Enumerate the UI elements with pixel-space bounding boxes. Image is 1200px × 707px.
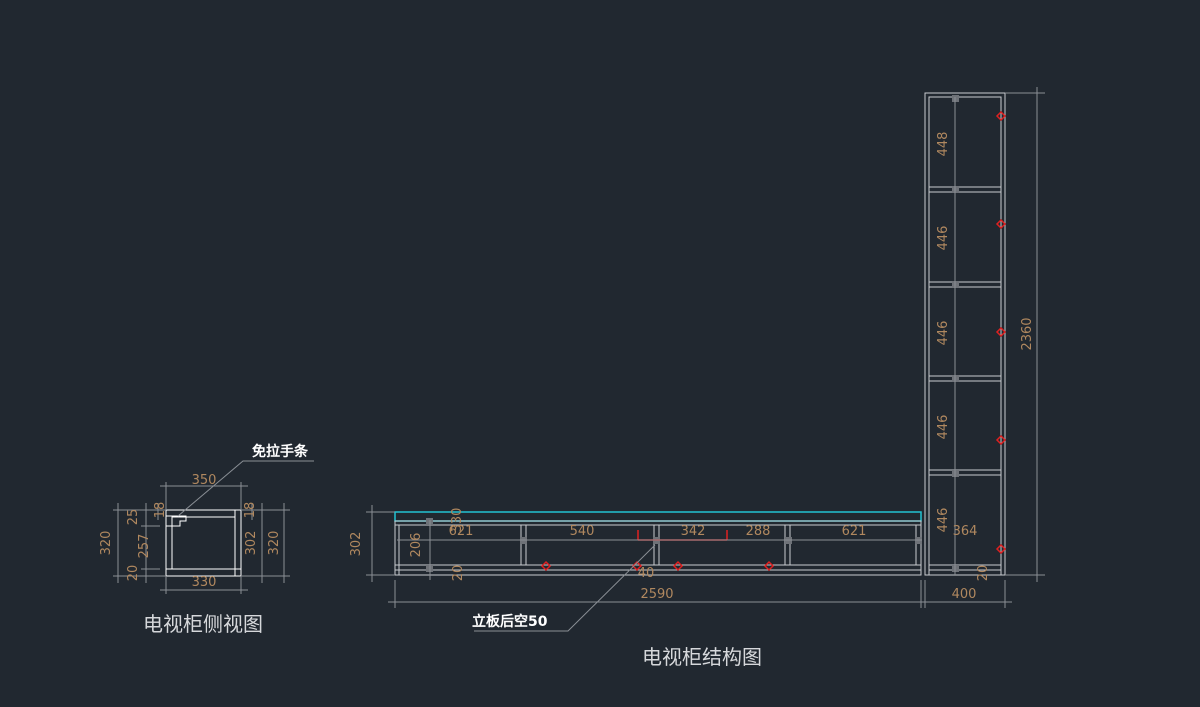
dim-tower-bottom: 20 <box>976 565 991 582</box>
dim-side-right-thickness: 18 <box>243 502 258 519</box>
dim-compartment-1: 621 <box>449 524 474 539</box>
top-panel-highlight <box>394 511 922 522</box>
dim-compartment-3: 342 <box>681 524 706 539</box>
dim-compartment-5: 621 <box>842 524 867 539</box>
dim-total-length: 2590 <box>640 587 673 602</box>
dim-side-right-inner: 302 <box>244 531 259 556</box>
dim-side-bottom-width: 330 <box>192 575 217 590</box>
dim-side-top-width: 350 <box>192 473 217 488</box>
dim-low-left-height: 302 <box>349 532 364 557</box>
side-view-dimension-lines <box>113 482 290 594</box>
side-view-callout-label: 免拉手条 <box>252 443 309 460</box>
side-view: 免拉手条 350 330 320 25 257 20 18 18 302 320… <box>99 443 314 636</box>
structure-callout-label: 立板后空50 <box>472 613 548 630</box>
dim-side-left-top: 25 <box>126 509 141 526</box>
dim-side-left-middle: 257 <box>137 534 152 559</box>
dim-side-left-bottom: 20 <box>126 565 141 582</box>
dim-tower-inner: 364 <box>953 524 978 539</box>
structure-callout-leader <box>474 544 656 632</box>
structure-view-title: 电视柜结构图 <box>642 645 762 669</box>
dim-shelf-4: 446 <box>936 415 951 440</box>
dim-tower-width: 400 <box>952 587 977 602</box>
dim-shelf-1: 448 <box>936 132 951 157</box>
dim-side-left-total: 320 <box>99 531 114 556</box>
dim-shelf-5: 446 <box>936 508 951 533</box>
dim-shelf-2: 446 <box>936 226 951 251</box>
dim-low-inner-height: 206 <box>409 533 424 558</box>
side-view-callout-leader <box>177 460 314 517</box>
side-view-title: 电视柜侧视图 <box>143 612 263 636</box>
structure-dimension-lines <box>366 87 1045 608</box>
structure-view: 立板后空50 302 206 330 621 540 342 288 621 2… <box>349 87 1045 669</box>
dim-low-bottom-center: 40 <box>638 566 655 581</box>
dim-low-bottom-left: 20 <box>451 565 466 582</box>
dim-low-top-overlay: 330 <box>450 508 465 533</box>
dim-compartment-2: 540 <box>570 524 595 539</box>
dim-tower-height: 2360 <box>1020 317 1035 350</box>
hardware-markers <box>540 110 1007 572</box>
dim-shelf-3: 446 <box>936 321 951 346</box>
dim-side-right-total: 320 <box>267 531 282 556</box>
side-view-panels <box>165 509 242 577</box>
dim-side-left-thickness: 18 <box>153 502 168 519</box>
connector-markers <box>426 95 959 572</box>
dim-compartment-4: 288 <box>746 524 771 539</box>
low-cabinet <box>394 511 922 576</box>
